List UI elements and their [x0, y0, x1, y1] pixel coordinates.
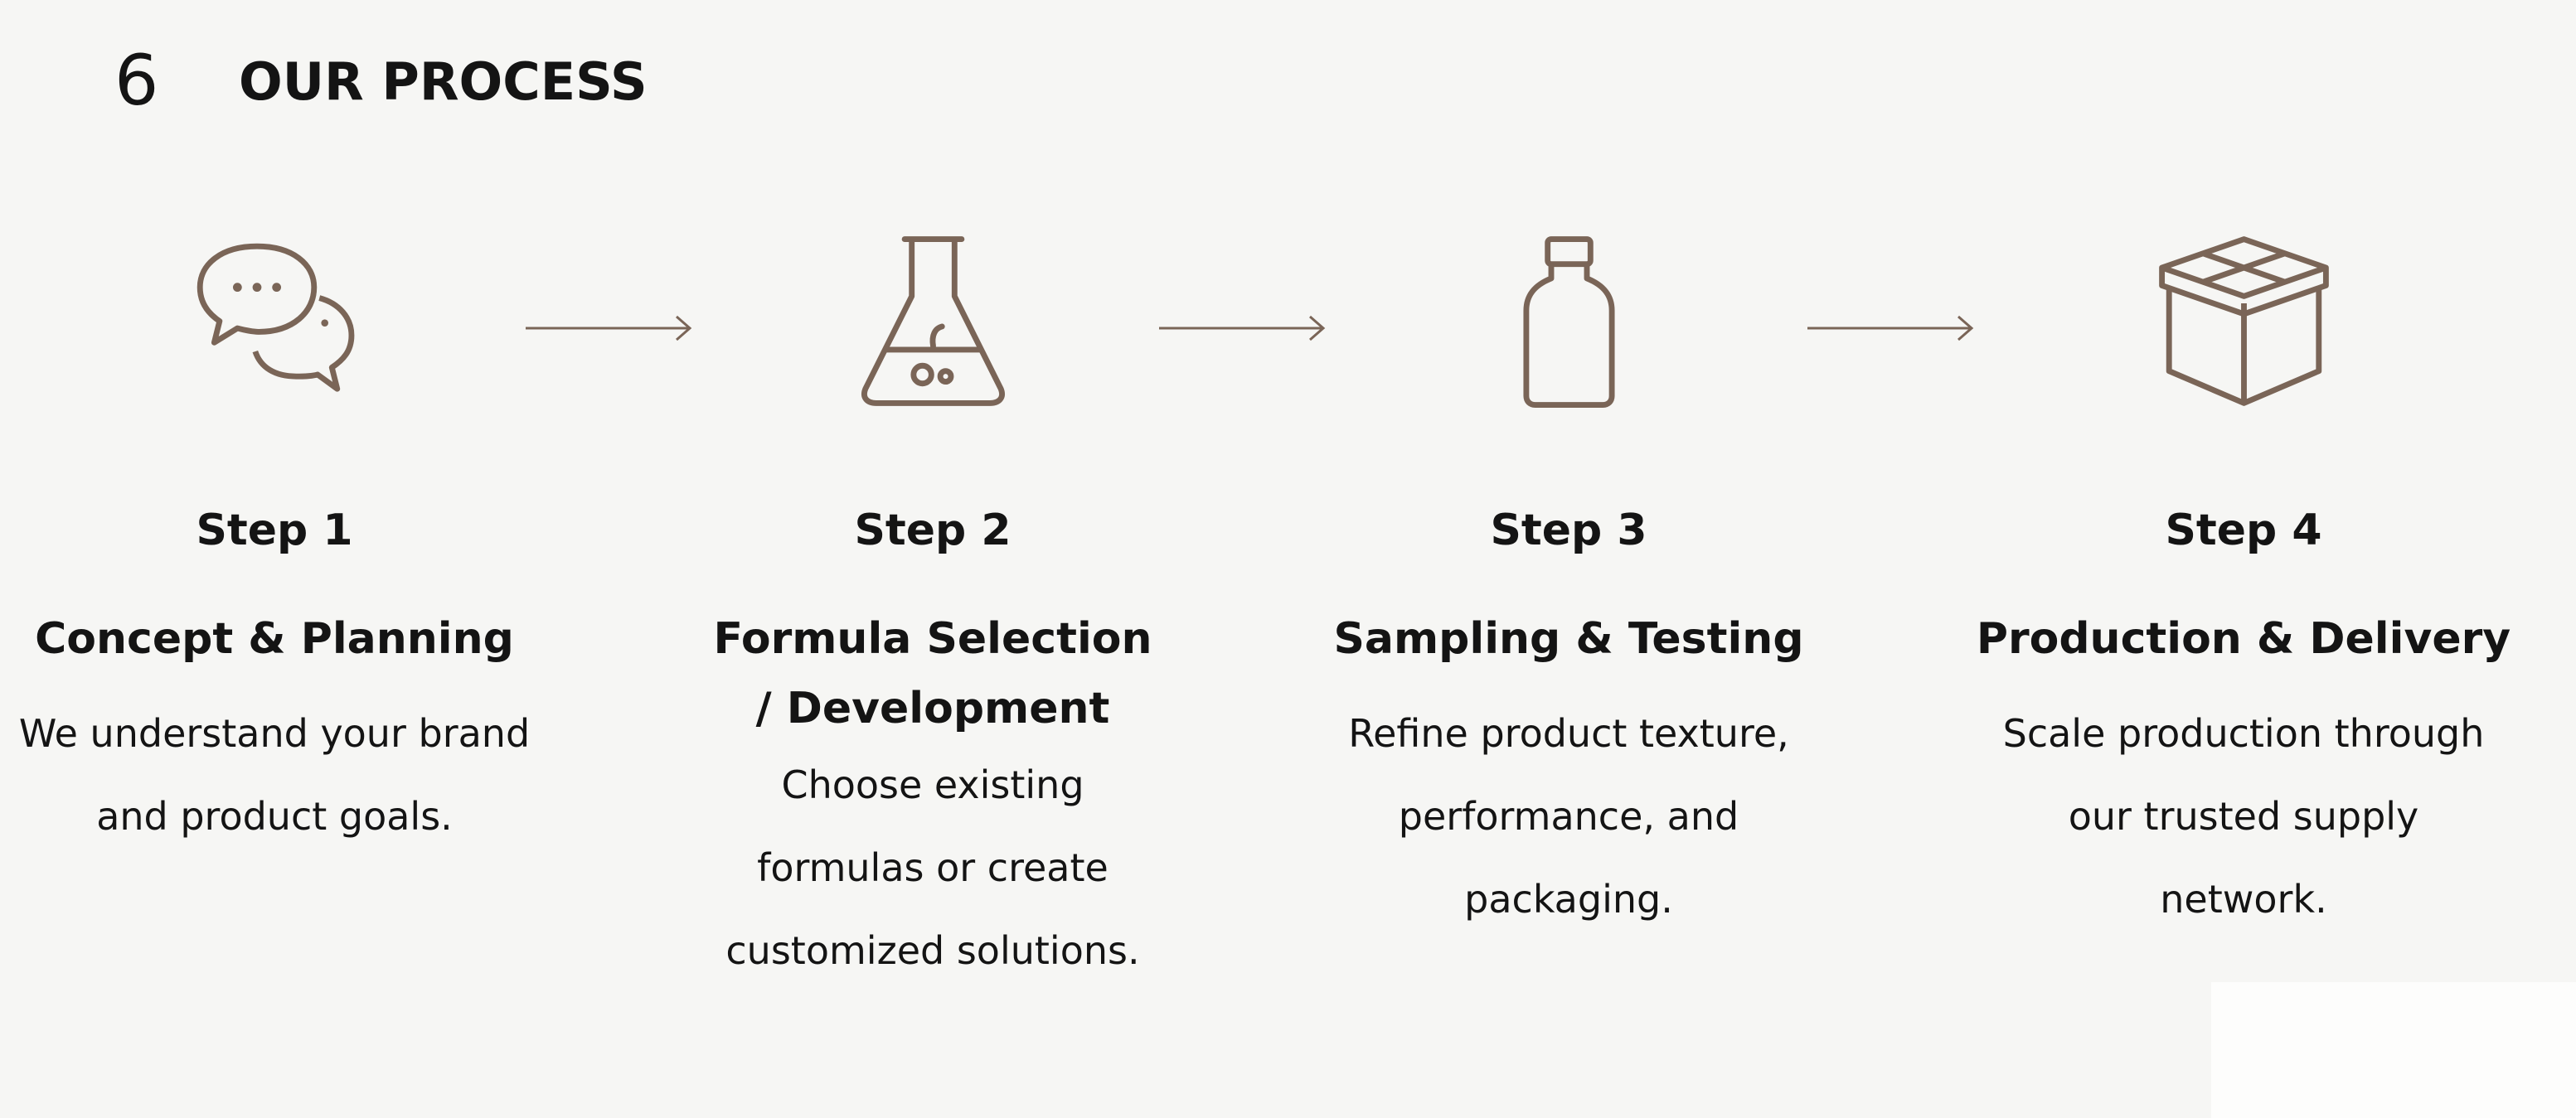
- step-title: Concept & Planning: [35, 614, 514, 664]
- process-step-3: Step 3 Sampling & Testing Refine product…: [1278, 232, 1859, 941]
- section-title: OUR PROCESS: [239, 51, 648, 112]
- step-description: We understand your brand and product goa…: [18, 711, 531, 839]
- step-description: Choose existing formulas or create custo…: [725, 762, 1140, 973]
- step-title: Sampling & Testing: [1333, 614, 1804, 664]
- process-step-2: Step 2 Formula Selection / Development C…: [643, 232, 1223, 992]
- chat-bubbles-icon: [0, 232, 565, 410]
- step-description: Scale production through our trusted sup…: [2002, 711, 2485, 922]
- bottle-icon: [1278, 232, 1859, 410]
- step-label: Step 1: [196, 506, 353, 555]
- background-patch: [2211, 982, 2576, 1118]
- arrow-right-icon: [1159, 315, 1326, 341]
- step-label: Step 2: [854, 506, 1011, 555]
- step-label: Step 3: [1490, 506, 1647, 555]
- box-icon: [1953, 232, 2534, 410]
- step-title: Formula Selection / Development: [713, 614, 1152, 733]
- step-label: Step 4: [2165, 506, 2322, 555]
- arrow-right-icon: [526, 315, 692, 341]
- process-step-4: Step 4 Production & Delivery Scale produ…: [1953, 232, 2534, 941]
- step-description: Refine product texture, performance, and…: [1348, 711, 1789, 922]
- step-title: Production & Delivery: [1976, 614, 2511, 664]
- section-number: 6: [114, 40, 159, 121]
- arrow-right-icon: [1807, 315, 1974, 341]
- process-step-1: Step 1 Concept & Planning We understand …: [0, 232, 565, 858]
- flask-icon: [643, 232, 1223, 410]
